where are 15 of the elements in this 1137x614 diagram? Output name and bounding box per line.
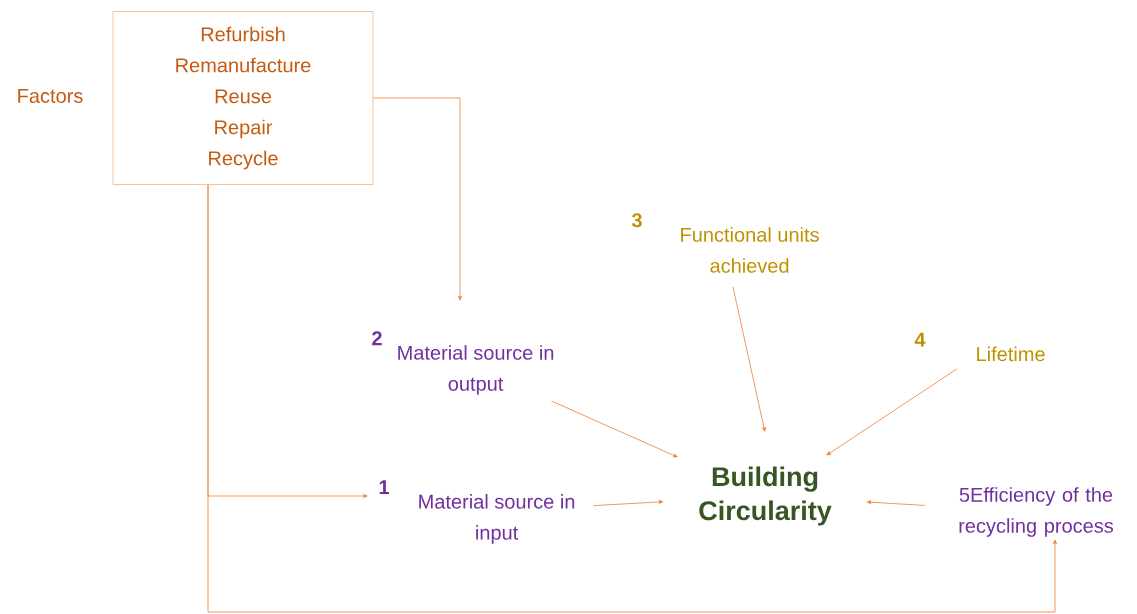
- side-label: Factors: [18, 89, 83, 103]
- arrow: [732, 286, 766, 432]
- factor-label: 1 Material source in input: [379, 480, 575, 544]
- arrow: [593, 499, 664, 506]
- center-label: Building Circularity: [699, 466, 832, 526]
- arrow: [373, 97, 462, 301]
- arrow: [551, 400, 678, 458]
- factors-box: Refurbish Remanufacture Reuse Repair Recycle: [112, 11, 374, 185]
- factor-label: 4 Lifetime: [914, 332, 1045, 362]
- arrow: [826, 368, 958, 456]
- factor-label: 5Efficiency of the recycling process: [959, 487, 1114, 537]
- arrow: [866, 500, 926, 506]
- arrow: [207, 184, 1057, 613]
- factor-label: 3 Functional units achieved: [631, 213, 819, 273]
- factor-label: 2 Material source in output: [372, 331, 554, 395]
